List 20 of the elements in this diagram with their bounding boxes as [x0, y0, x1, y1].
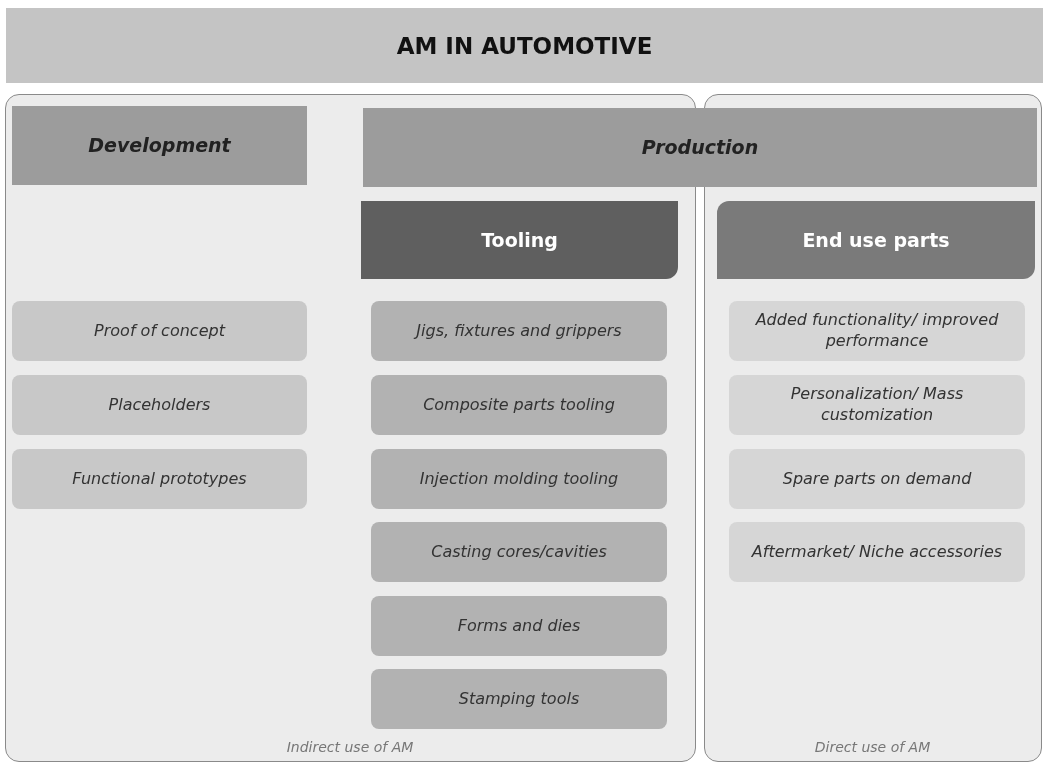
- category-header: Production: [363, 108, 1037, 187]
- category-header: Development: [12, 106, 307, 185]
- item-box: Functional prototypes: [12, 449, 307, 509]
- panel-label: Direct use of AM: [813, 738, 932, 755]
- item-box: Added functionality/ improved performance: [729, 301, 1025, 361]
- item-box: Personalization/ Mass customization: [729, 375, 1025, 435]
- item-box: Composite parts tooling: [371, 375, 667, 435]
- item-box: Forms and dies: [371, 596, 667, 656]
- title-banner: AM IN AUTOMOTIVE: [6, 8, 1043, 83]
- item-box: Injection molding tooling: [371, 449, 667, 509]
- item-box: Placeholders: [12, 375, 307, 435]
- item-box: Proof of concept: [12, 301, 307, 361]
- item-box: Spare parts on demand: [729, 449, 1025, 509]
- panel-label: Indirect use of AM: [285, 738, 415, 755]
- item-box: Casting cores/cavities: [371, 522, 667, 582]
- item-box: Jigs, fixtures and grippers: [371, 301, 667, 361]
- item-box: Aftermarket/ Niche accessories: [729, 522, 1025, 582]
- category-header: Tooling: [361, 201, 678, 279]
- item-box: Stamping tools: [371, 669, 667, 729]
- category-header: End use parts: [717, 201, 1035, 279]
